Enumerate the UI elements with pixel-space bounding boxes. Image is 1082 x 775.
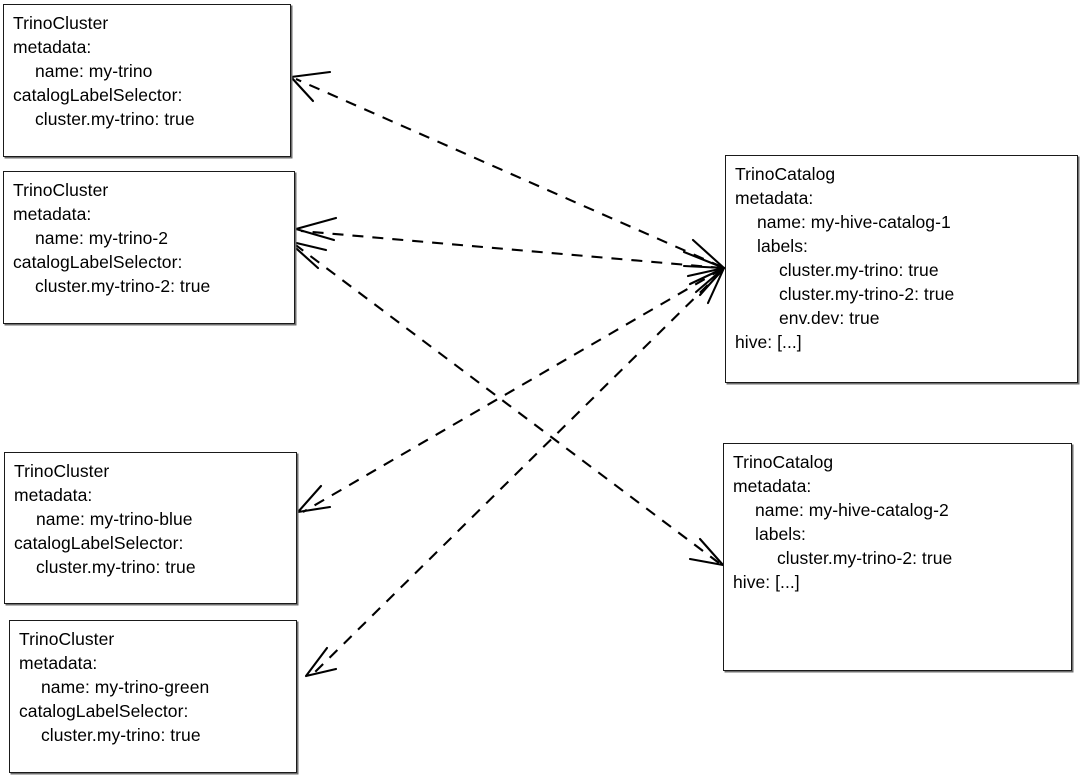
node-trinocluster-my-trino-blue[interactable]: TrinoCluster metadata: name: my-trino-bl…: [4, 452, 297, 604]
node-line: hive: [...]: [733, 572, 800, 592]
node-line: catalogLabelSelector:: [19, 701, 189, 721]
arrowhead-my-trino-2-upper-icon: [294, 216, 338, 242]
node-line: name: my-trino-2: [35, 228, 169, 248]
node-line: name: my-trino-green: [41, 677, 210, 697]
node-line: cluster.my-trino: true: [36, 557, 196, 577]
arrowhead-catalog1-d-icon: [694, 266, 726, 305]
node-line: TrinoCluster: [13, 13, 109, 33]
node-line: metadata:: [19, 653, 98, 673]
edge-catalog1-to-my-trino: [295, 78, 723, 268]
arrowhead-catalog1-a-icon: [682, 250, 726, 278]
node-line: name: my-hive-catalog-1: [757, 212, 951, 232]
arrowhead-my-trino-green-icon: [304, 646, 338, 678]
node-line: metadata:: [13, 204, 92, 224]
arrowhead-catalog1-c-icon: [688, 266, 726, 297]
node-trinocluster-my-trino[interactable]: TrinoCluster metadata: name: my-trino ca…: [3, 4, 291, 157]
edge-catalog2-to-my-trino-2: [292, 242, 720, 564]
node-trinocatalog-my-hive-catalog-2[interactable]: TrinoCatalog metadata: name: my-hive-cat…: [723, 443, 1072, 671]
node-line: catalogLabelSelector:: [14, 533, 184, 553]
node-line: name: my-hive-catalog-2: [755, 500, 949, 520]
edge-catalog1-to-my-trino-2: [300, 229, 723, 270]
node-line: env.dev: true: [779, 308, 880, 328]
node-line: TrinoCluster: [19, 629, 115, 649]
node-trinocluster-my-trino-green[interactable]: TrinoCluster metadata: name: my-trino-gr…: [9, 620, 297, 773]
node-line: TrinoCatalog: [735, 164, 836, 184]
node-line: TrinoCluster: [14, 461, 110, 481]
node-line: cluster.my-trino-2: true: [35, 276, 211, 296]
node-line: labels:: [757, 236, 808, 256]
node-line: cluster.my-trino-2: true: [779, 284, 955, 304]
node-line: name: my-trino-blue: [36, 509, 193, 529]
node-line: name: my-trino: [35, 61, 153, 81]
node-line: cluster.my-trino: true: [779, 260, 939, 280]
node-line: metadata:: [14, 485, 93, 505]
node-line: TrinoCatalog: [733, 452, 834, 472]
node-line: metadata:: [735, 188, 814, 208]
arrowhead-my-trino-icon: [289, 70, 332, 103]
node-trinocluster-my-trino-2[interactable]: TrinoCluster metadata: name: my-trino-2 …: [3, 171, 295, 324]
arrowhead-my-trino-blue-icon: [296, 484, 332, 514]
arrowhead-catalog1-b-icon: [682, 238, 726, 270]
node-line: cluster.my-trino: true: [35, 109, 195, 129]
node-line: catalogLabelSelector:: [13, 85, 183, 105]
node-line: catalogLabelSelector:: [13, 252, 183, 272]
edge-catalog1-to-my-trino-blue: [302, 268, 723, 513]
node-line: labels:: [755, 524, 806, 544]
node-line: metadata:: [13, 37, 92, 57]
node-line: hive: [...]: [735, 332, 802, 352]
node-line: TrinoCluster: [13, 180, 109, 200]
edge-catalog1-to-my-trino-green: [310, 270, 723, 677]
node-line: metadata:: [733, 476, 812, 496]
node-line: cluster.my-trino: true: [41, 725, 201, 745]
node-trinocatalog-my-hive-catalog-1[interactable]: TrinoCatalog metadata: name: my-hive-cat…: [725, 155, 1078, 383]
node-line: cluster.my-trino-2: true: [777, 548, 953, 568]
arrowhead-catalog2-icon: [688, 537, 725, 567]
